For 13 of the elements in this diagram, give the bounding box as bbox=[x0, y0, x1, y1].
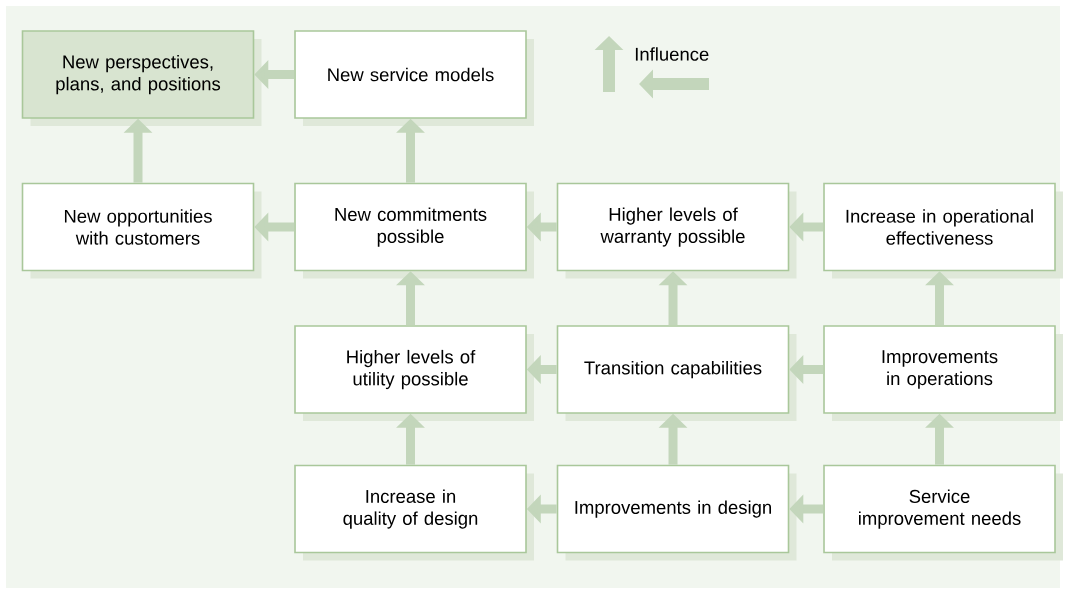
process-box: Improvements in design bbox=[556, 464, 797, 561]
process-box: Increase in quality of design bbox=[294, 464, 534, 561]
legend-label: Influence bbox=[635, 47, 709, 61]
process-box: Increase in operational effectiveness bbox=[823, 182, 1063, 279]
process-box: Service improvement needs bbox=[823, 464, 1063, 561]
process-box: Higher levels of utility possible bbox=[294, 325, 534, 421]
process-box: Improvements in operations bbox=[823, 325, 1063, 421]
process-box: Transition capabilities bbox=[556, 325, 797, 421]
highlighted-box: New perspectives, plans, and positions bbox=[21, 30, 262, 126]
process-box: New service models bbox=[294, 30, 534, 126]
process-box: New opportunities with customers bbox=[21, 182, 262, 279]
process-box: Higher levels of warranty possible bbox=[556, 182, 797, 279]
process-box: New commitments possible bbox=[294, 182, 534, 279]
